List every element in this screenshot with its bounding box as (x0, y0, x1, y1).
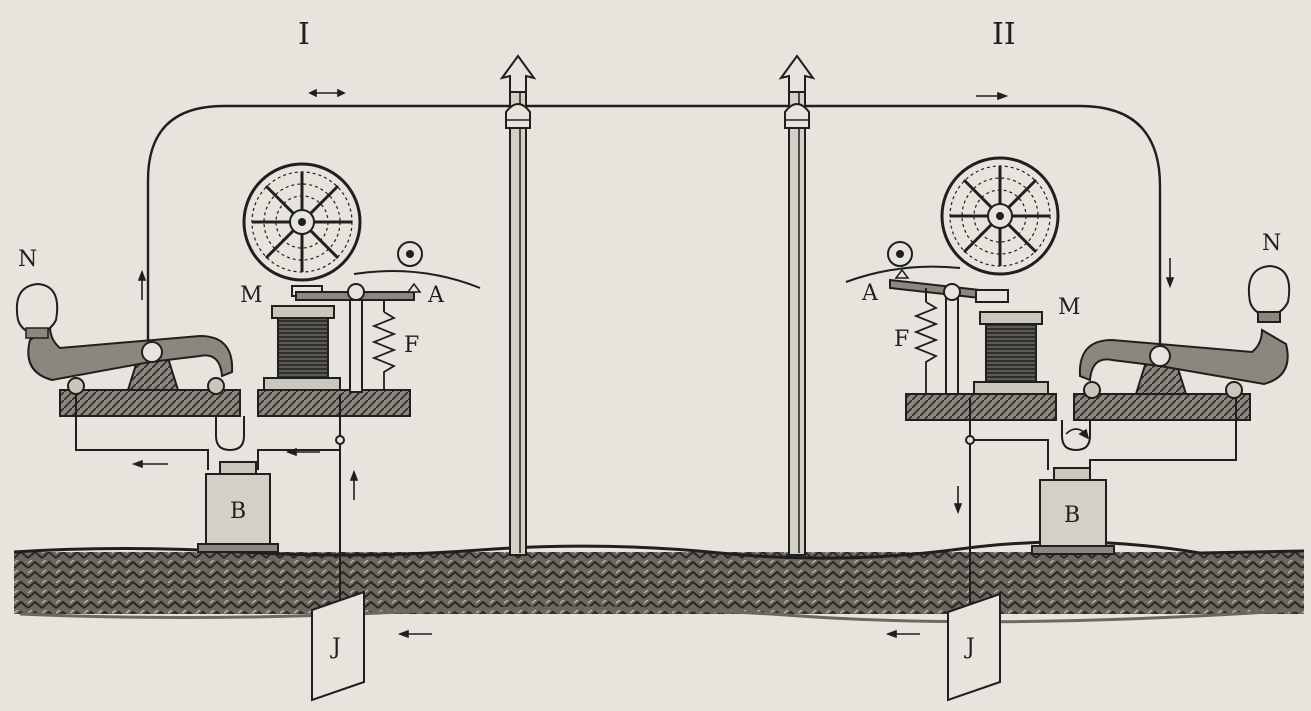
station-left (16, 88, 481, 702)
insulator-icon (505, 103, 531, 129)
arrowhead-icon (499, 54, 537, 93)
spring-label-left: F (404, 333, 419, 358)
earth-plate-label-left: J (330, 635, 341, 660)
telegraph-key-right (1078, 264, 1291, 399)
paper-strip-left (353, 270, 481, 289)
spring-left (371, 300, 397, 390)
ground (13, 540, 1305, 624)
station-label-right: II (992, 17, 1016, 52)
spring-label-right: F (894, 327, 909, 352)
line-wire (146, 104, 1162, 352)
armature-lever-right (889, 268, 1009, 395)
reel-icon (940, 156, 1060, 276)
station-right (845, 91, 1291, 702)
wiring-left (75, 394, 341, 612)
armature-lever-left (291, 282, 422, 393)
reel-icon (242, 162, 362, 282)
battery-label-left: B (230, 499, 246, 524)
armature-label-right: A (861, 281, 879, 306)
battery-left (197, 461, 279, 553)
insulator-icon (784, 103, 810, 129)
battery-label-right: B (1064, 503, 1080, 528)
wiring-right (969, 398, 1237, 612)
magnet-baseboard-right (905, 393, 1057, 421)
telegraph-pole-right (778, 54, 816, 556)
electromagnet-left (263, 305, 341, 391)
key-knob-label-right: N (1262, 231, 1281, 256)
arrow-icon (885, 91, 1175, 639)
electromagnet-right (973, 311, 1049, 395)
station-label-left: I (298, 17, 310, 52)
earth-plate-right (947, 592, 1001, 702)
paper-strip-right (845, 265, 961, 283)
arrow-icon (131, 88, 432, 639)
key-baseboard-right (1073, 393, 1251, 421)
magnet-label-left: M (240, 283, 263, 308)
telegraph-pole-left (499, 54, 537, 556)
key-knob-right (1248, 264, 1291, 323)
magnet-baseboard-left (257, 389, 411, 417)
spring-right (913, 288, 939, 394)
earth-plate-left (311, 590, 365, 702)
telegraph-key-left (16, 282, 234, 395)
labels: I II N N M M A A F F B B J J (18, 17, 1281, 660)
arrowhead-icon (778, 54, 816, 93)
earth-plate-label-right: J (964, 635, 975, 660)
battery-right (1031, 467, 1115, 555)
armature-label-left: A (427, 283, 445, 308)
key-knob-left (16, 282, 59, 339)
key-knob-label-left: N (18, 247, 37, 272)
magnet-label-right: M (1058, 295, 1081, 320)
